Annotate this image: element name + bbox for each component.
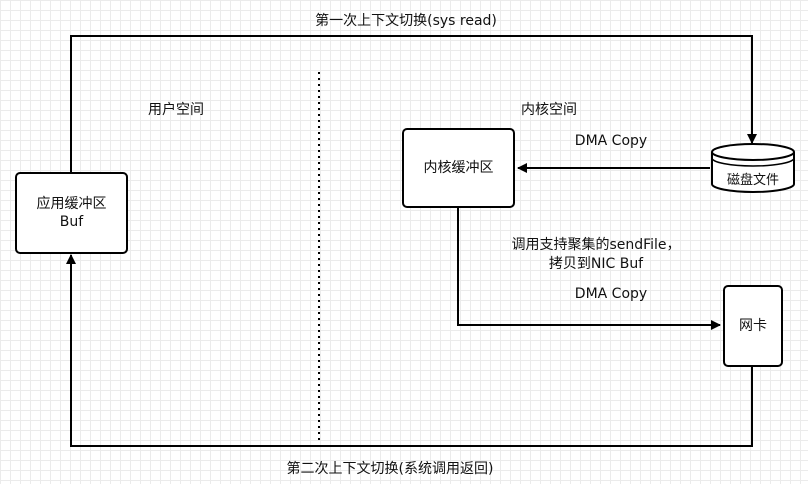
top-switch-arrow (70, 35, 757, 172)
kernel-buffer-node: 内核缓冲区 (402, 128, 515, 208)
app-buffer-node: 应用缓冲区 Buf (15, 172, 128, 254)
sendfile-label-line2: 拷贝到NIC Buf (548, 256, 644, 272)
app-buffer-label-line1: 应用缓冲区 (36, 196, 107, 212)
sendfile-label-line1: 调用支持聚集的sendFile， (511, 237, 681, 253)
app-buffer-label-line2: Buf (59, 214, 84, 230)
kernel-buffer-label: 内核缓冲区 (423, 160, 494, 176)
top-switch-label: 第一次上下文切换(sys read) (315, 13, 497, 29)
dma-copy-bottom-label: DMA Copy (574, 286, 648, 302)
kernel-space-label: 内核空间 (521, 102, 577, 118)
disk-file-icon (711, 143, 795, 193)
dma-copy-top-label: DMA Copy (574, 133, 648, 149)
bottom-switch-label: 第二次上下文切换(系统调用返回) (286, 461, 494, 477)
disk-file-label: 磁盘文件 (726, 173, 780, 188)
bottom-switch-arrow (66, 254, 753, 447)
nic-label: 网卡 (739, 318, 767, 334)
nic-node: 网卡 (723, 285, 783, 367)
sendfile-arrow (457, 207, 721, 330)
user-space-label: 用户空间 (148, 102, 204, 118)
